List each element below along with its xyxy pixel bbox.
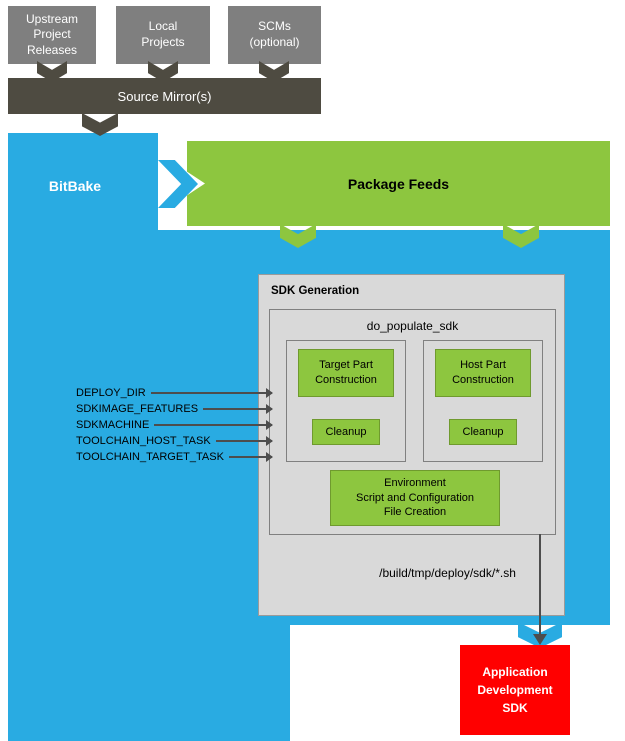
environment-script-box: Environment Script and Configuration Fil… bbox=[330, 470, 500, 526]
arrow-right-icon bbox=[154, 420, 273, 430]
source-mirror-label: Source Mirror(s) bbox=[117, 88, 212, 104]
do-populate-sdk-box: do_populate_sdk Target Part Construction… bbox=[269, 309, 556, 535]
host-part-construction-label: Host Part Construction bbox=[452, 359, 514, 386]
target-part-group-box: Target Part Construction Cleanup bbox=[286, 340, 406, 462]
chevron-down-icon bbox=[148, 61, 178, 82]
source-box-scms: SCMs (optional) bbox=[228, 6, 321, 64]
variable-label: SDKIMAGE_FEATURES bbox=[76, 403, 199, 415]
source-box-local-label: Local Projects bbox=[141, 19, 185, 49]
application-development-sdk-label: Application Development SDK bbox=[477, 665, 553, 715]
host-part-group-box: Host Part Construction Cleanup bbox=[423, 340, 543, 462]
arrow-down-icon bbox=[533, 634, 547, 645]
variable-row-toolchain-host-task: TOOLCHAIN_HOST_TASK bbox=[76, 433, 274, 449]
source-box-upstream: Upstream Project Releases bbox=[8, 6, 96, 64]
arrow-right-icon bbox=[215, 436, 274, 446]
target-part-construction-label: Target Part Construction bbox=[315, 359, 377, 386]
variable-row-sdkmachine: SDKMACHINE bbox=[76, 417, 273, 433]
chevron-down-icon bbox=[37, 61, 67, 82]
source-mirror-box: Source Mirror(s) bbox=[8, 78, 321, 114]
cleanup-label: Cleanup bbox=[462, 425, 504, 438]
variable-label: SDKMACHINE bbox=[76, 419, 150, 431]
chevron-down-icon bbox=[82, 113, 118, 136]
sdk-generation-box: SDK Generation do_populate_sdk Target Pa… bbox=[258, 274, 565, 616]
variable-label: TOOLCHAIN_HOST_TASK bbox=[76, 435, 211, 447]
variable-label: DEPLOY_DIR bbox=[76, 387, 146, 399]
package-feeds-label: Package Feeds bbox=[347, 175, 450, 192]
arrow-right-icon bbox=[150, 388, 274, 398]
arrow-down-line bbox=[539, 534, 541, 636]
sdk-generation-title: SDK Generation bbox=[271, 285, 360, 297]
source-box-upstream-label: Upstream Project Releases bbox=[25, 11, 78, 57]
source-box-scms-label: SCMs (optional) bbox=[249, 19, 300, 49]
arrow-right-icon bbox=[203, 404, 273, 414]
environment-script-label: Environment Script and Configuration Fil… bbox=[355, 476, 474, 519]
bitbake-label: BitBake bbox=[48, 178, 102, 194]
variable-row-deploy-dir: DEPLOY_DIR bbox=[76, 385, 274, 401]
host-part-construction-box: Host Part Construction bbox=[435, 349, 531, 397]
cleanup-label: Cleanup bbox=[325, 425, 367, 438]
application-development-sdk-box: Application Development SDK bbox=[460, 645, 570, 735]
cleanup-box-host: Cleanup bbox=[449, 419, 517, 445]
cleanup-box-target: Cleanup bbox=[312, 419, 380, 445]
output-path-label: /build/tmp/deploy/sdk/*.sh bbox=[379, 566, 516, 580]
target-part-construction-box: Target Part Construction bbox=[298, 349, 394, 397]
variable-row-toolchain-target-task: TOOLCHAIN_TARGET_TASK bbox=[76, 449, 274, 465]
package-feeds-box: Package Feeds bbox=[187, 141, 610, 226]
variable-label: TOOLCHAIN_TARGET_TASK bbox=[76, 451, 224, 463]
variable-row-sdkimage-features: SDKIMAGE_FEATURES bbox=[76, 401, 273, 417]
arrow-right-icon bbox=[228, 452, 274, 462]
source-box-local: Local Projects bbox=[116, 6, 210, 64]
chevron-down-icon bbox=[259, 61, 289, 82]
do-populate-sdk-label: do_populate_sdk bbox=[366, 319, 459, 333]
